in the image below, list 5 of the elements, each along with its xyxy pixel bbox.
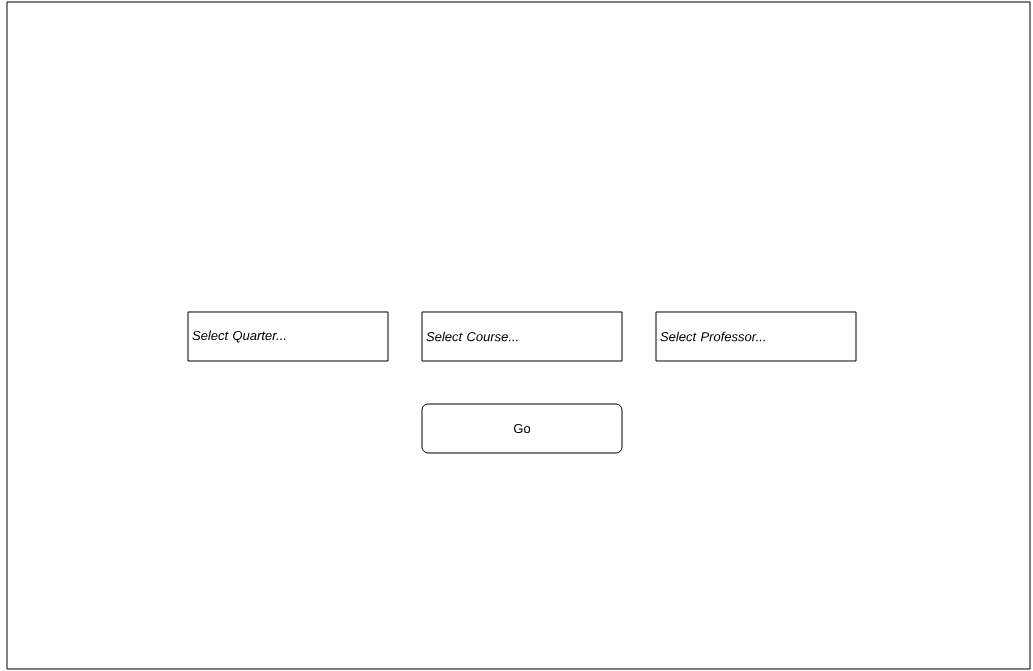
window-frame (6, 1, 1031, 670)
select-field: Select Quarter... (187, 311, 389, 362)
select-field: Select Professor... (655, 311, 857, 362)
button: Go (421, 403, 623, 454)
select-field: Select Course... (421, 311, 623, 362)
